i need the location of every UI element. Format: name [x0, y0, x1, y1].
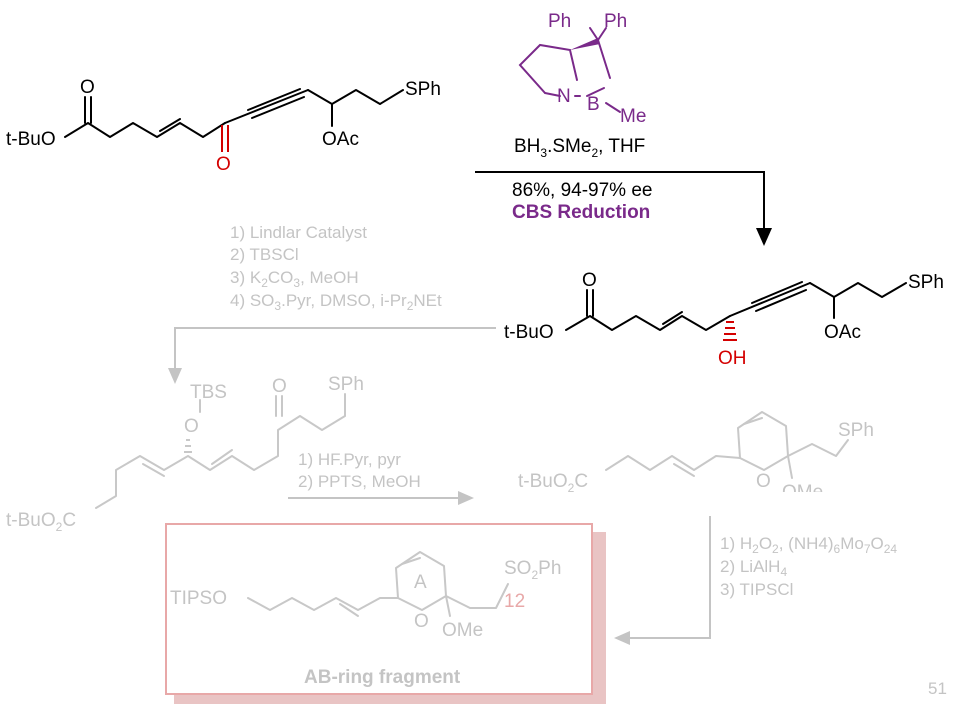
cbs-catalyst: Ph Ph N B Me: [518, 11, 646, 127]
svg-text:1) HF.Pyr, pyr: 1) HF.Pyr, pyr: [298, 450, 401, 469]
top-reactant: t-BuO O O OAc SPh: [6, 77, 441, 175]
product1-hydroxyl: OH: [718, 348, 747, 369]
step1-reagent: BH3.SMe2, THF: [514, 136, 645, 160]
step3-conditions: 1) HF.Pyr, pyr 2) PPTS, MeOH: [298, 450, 421, 491]
intermediate3: t-BuO2C O OMe SPh: [518, 411, 874, 506]
ester-label: t-BuO: [6, 129, 56, 150]
step3-arrow: [288, 491, 474, 505]
catalyst-me: Me: [620, 106, 646, 127]
step1-arrow: [475, 171, 772, 246]
product1-acetate: OAc: [824, 322, 861, 343]
fragment-so2ph: SO2Ph: [504, 558, 561, 582]
svg-text:1) H2O2, (NH4)6Mo7O24: 1) H2O2, (NH4)6Mo7O24: [720, 534, 897, 556]
svg-text:4) SO3.Pyr, DMSO, i-Pr2NEt: 4) SO3.Pyr, DMSO, i-Pr2NEt: [230, 291, 442, 313]
catalyst-ph1: Ph: [548, 11, 571, 32]
fragment-c12: 12: [504, 591, 525, 612]
step1-yield: 86%, 94-97% ee: [512, 180, 653, 201]
int3-thioether: SPh: [838, 420, 874, 441]
fragment-ring-a: A: [414, 572, 427, 593]
step2-conditions: 1) Lindlar Catalyst 2) TBSCl 3) K2CO3, M…: [230, 223, 442, 313]
carbonyl-o-label: O: [80, 77, 95, 98]
fragment-ring-o: O: [414, 611, 429, 632]
int3-ring-o: O: [756, 471, 771, 492]
intermediate2: TBS O O SPh t-BuO2C: [6, 374, 364, 534]
svg-text:3) K2CO3, MeOH: 3) K2CO3, MeOH: [230, 268, 359, 290]
page-number: 51: [928, 679, 947, 698]
product1-thioether: SPh: [908, 272, 944, 293]
product1-ester: t-BuO: [504, 322, 554, 343]
fragment-tips: TIPSO: [170, 588, 227, 609]
svg-text:2) PPTS, MeOH: 2) PPTS, MeOH: [298, 472, 421, 491]
svg-text:2) TBSCl: 2) TBSCl: [230, 245, 299, 264]
fragment-ome: OMe: [442, 620, 483, 641]
catalyst-ph2: Ph: [604, 11, 627, 32]
catalyst-b: B: [587, 94, 600, 115]
int2-ketone-o: O: [272, 376, 287, 397]
product1-carbonyl-o: O: [582, 270, 597, 291]
svg-text:1) Lindlar Catalyst: 1) Lindlar Catalyst: [230, 223, 367, 242]
ab-ring-fragment: TIPSO A O OMe SO2Ph 12 AB-ring fragment: [170, 551, 561, 688]
int2-thioether: SPh: [328, 374, 364, 395]
int2-tbs: TBS: [190, 382, 227, 403]
thioether-label: SPh: [405, 79, 441, 100]
fragment-caption: AB-ring fragment: [304, 667, 461, 688]
product1: t-BuO O OH OAc SPh: [504, 270, 944, 369]
int2-ester: t-BuO2C: [6, 510, 76, 534]
int2-o: O: [184, 416, 199, 437]
acetate-label: OAc: [322, 129, 359, 150]
step2-arrow: [168, 327, 496, 384]
int3-ester: t-BuO2C: [518, 471, 588, 495]
ketone-o-label: O: [216, 154, 231, 175]
catalyst-n: N: [557, 86, 571, 107]
svg-text:2) LiAlH4: 2) LiAlH4: [720, 557, 787, 579]
fragment-box: [165, 523, 606, 704]
step4-arrow: [614, 516, 711, 645]
step4-conditions: 1) H2O2, (NH4)6Mo7O24 2) LiAlH4 3) TIPSC…: [720, 534, 897, 599]
step1-name: CBS Reduction: [512, 202, 650, 223]
svg-text:3) TIPSCl: 3) TIPSCl: [720, 580, 793, 599]
